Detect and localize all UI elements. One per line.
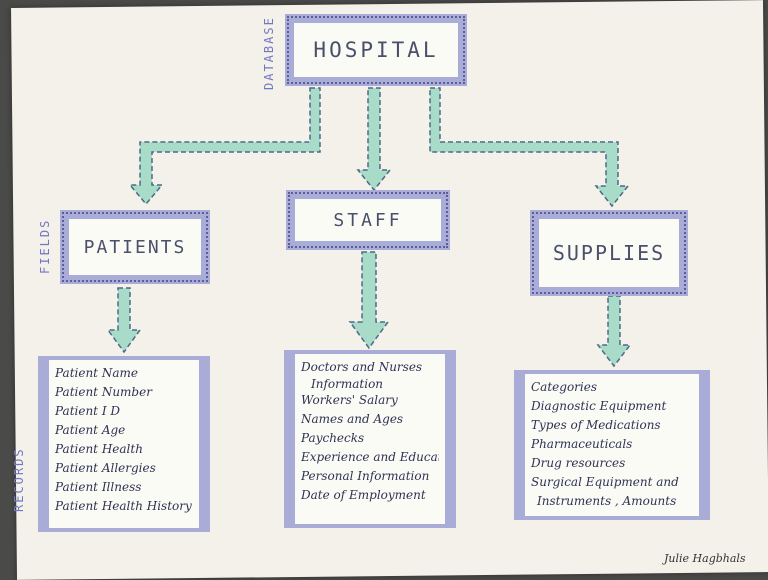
list-item: Instruments , Amounts — [537, 494, 677, 508]
patients-node-label: PATIENTS — [83, 236, 187, 258]
list-item: Patient Health — [55, 442, 143, 456]
list-item: Drug resources — [531, 456, 626, 470]
list-item: Experience and Education — [301, 450, 439, 464]
list-item: Categories — [531, 380, 597, 394]
list-item: Personal Information — [301, 469, 430, 483]
arrow-hospital-to-supplies — [429, 87, 630, 208]
patients-node: PATIENTS — [60, 210, 210, 284]
list-item: Information — [311, 377, 384, 391]
author-signature: Julie Hagbhals — [664, 552, 746, 565]
list-item: Patient Allergies — [55, 461, 156, 475]
fields-label: FIELDS — [38, 218, 52, 274]
arrow-patients-to-records — [106, 287, 142, 354]
arrow-supplies-to-records — [596, 295, 632, 368]
list-item: Doctors and Nurses — [301, 360, 423, 374]
list-item: Date of Employment — [301, 488, 426, 502]
list-item: Paychecks — [301, 431, 365, 445]
arrow-hospital-to-patients — [128, 87, 321, 206]
hospital-node-label: HOSPITAL — [313, 38, 439, 62]
supplies-node: SUPPLIES — [530, 210, 688, 296]
supplies-records-list: Categories Diagnostic Equipment Types of… — [514, 370, 710, 520]
list-item: Pharmaceuticals — [531, 437, 633, 451]
patients-records-list: Patient Name Patient Number Patient I D … — [38, 356, 210, 532]
hospital-node: HOSPITAL — [285, 14, 467, 86]
staff-node-label: STAFF — [333, 209, 403, 231]
list-item: Patient Age — [55, 423, 126, 437]
arrow-hospital-to-staff — [356, 87, 392, 192]
list-item: Surgical Equipment and — [531, 475, 679, 489]
list-item: Workers' Salary — [301, 393, 398, 407]
list-item: Patient I D — [55, 404, 120, 418]
arrow-staff-to-records — [348, 251, 390, 350]
list-item: Patient Health History — [55, 499, 192, 513]
list-item: Patient Name — [55, 366, 138, 380]
staff-records-list: Doctors and Nurses Information Workers' … — [284, 350, 456, 528]
staff-node: STAFF — [286, 190, 450, 250]
database-label: DATABASE — [262, 16, 276, 90]
list-item: Types of Medications — [531, 418, 661, 432]
list-item: Diagnostic Equipment — [531, 399, 667, 413]
list-item: Patient Illness — [55, 480, 142, 494]
list-item: Patient Number — [55, 385, 152, 399]
supplies-node-label: SUPPLIES — [552, 241, 666, 265]
records-label: RECORDS — [12, 447, 26, 512]
list-item: Names and Ages — [301, 412, 404, 426]
